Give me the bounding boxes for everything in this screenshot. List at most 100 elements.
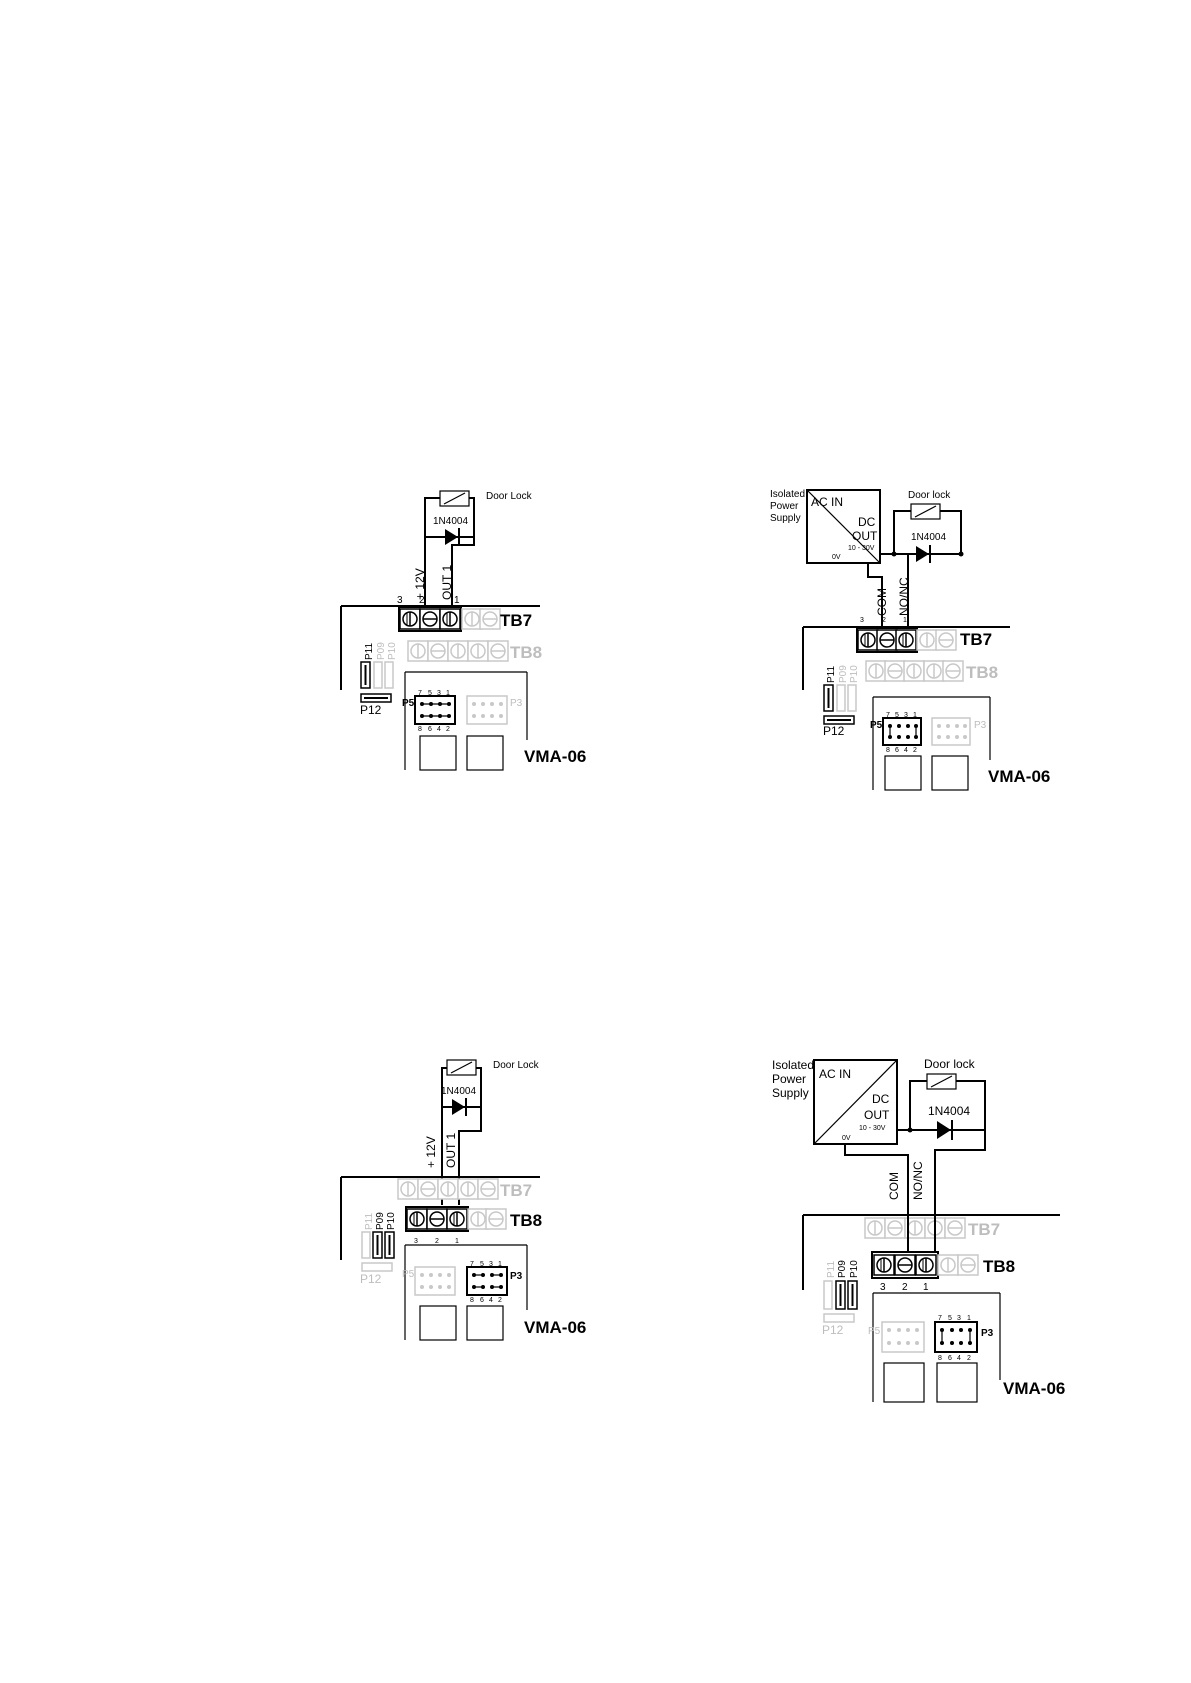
diode-label: 1N4004 xyxy=(911,532,946,543)
svg-text:3: 3 xyxy=(880,1282,886,1293)
psu-title-2: Power xyxy=(770,501,799,512)
wire-label-12v: + 12V xyxy=(413,568,427,600)
svg-text:2: 2 xyxy=(967,1355,971,1362)
jumper-label-p10: P10 xyxy=(386,1212,397,1230)
svg-text:6: 6 xyxy=(428,726,432,733)
svg-text:8: 8 xyxy=(938,1355,942,1362)
svg-text:5: 5 xyxy=(895,712,899,719)
psu-title-1: Isolated xyxy=(770,489,805,500)
jumper-label-p12: P12 xyxy=(823,724,845,738)
jumper-label-p09: P09 xyxy=(837,1260,848,1278)
svg-text:5: 5 xyxy=(948,1315,952,1322)
diagram-2: Isolated Power Supply AC IN DC OUT 10 - … xyxy=(770,489,1050,791)
psu-zero: 0V xyxy=(832,554,841,561)
psu-dc: DC xyxy=(858,515,876,529)
svg-text:2: 2 xyxy=(902,1282,908,1293)
svg-text:4: 4 xyxy=(489,1297,493,1304)
terminal-number-1: 1 xyxy=(454,595,460,606)
psu-ac-in: AC IN xyxy=(811,495,843,509)
svg-text:1: 1 xyxy=(913,712,917,719)
header-label-p3: P3 xyxy=(974,720,987,731)
psu-dc: DC xyxy=(872,1092,890,1106)
svg-text:3: 3 xyxy=(489,1261,493,1268)
svg-text:8: 8 xyxy=(470,1297,474,1304)
psu-zero: 0V xyxy=(842,1135,851,1142)
header-label-p3: P3 xyxy=(510,698,523,709)
jumper-label-p11: P11 xyxy=(826,1261,837,1278)
diode-icon xyxy=(452,1099,465,1115)
svg-text:4: 4 xyxy=(437,726,441,733)
wire-label-12v: + 12V xyxy=(424,1136,438,1168)
header-label-p5: P5 xyxy=(402,698,415,709)
svg-text:5: 5 xyxy=(480,1261,484,1268)
header-label-p3: P3 xyxy=(510,1271,523,1282)
svg-text:4: 4 xyxy=(904,747,908,754)
tb8-label: TB8 xyxy=(510,643,542,662)
terminal-number-2: 2 xyxy=(419,595,425,606)
diagram-1: Door Lock 1N4004 + 12V OUT 1 3 2 1 TB7 T… xyxy=(340,490,586,771)
wire-label-nonc: NO/NC xyxy=(897,577,911,616)
psu-title-2: Power xyxy=(772,1072,806,1086)
diode-icon xyxy=(916,546,929,562)
diagram-4: Isolated Power Supply AC IN DC OUT 10 - … xyxy=(772,1057,1065,1403)
diode-label: 1N4004 xyxy=(433,516,468,527)
jumper-label-p09: P09 xyxy=(376,642,387,660)
header-p3 xyxy=(466,695,508,725)
psu-title-3: Supply xyxy=(770,513,801,524)
jumper-label-p10: P10 xyxy=(849,1260,860,1278)
header-label-p5: P5 xyxy=(402,1269,415,1280)
svg-text:1: 1 xyxy=(903,617,907,624)
tb7-label: TB7 xyxy=(960,630,992,649)
svg-text:1: 1 xyxy=(967,1315,971,1322)
tb8-label: TB8 xyxy=(966,663,998,682)
svg-text:2: 2 xyxy=(435,1238,439,1245)
svg-text:2: 2 xyxy=(498,1297,502,1304)
psu-ac-in: AC IN xyxy=(819,1067,851,1081)
jumper-label-p11: P11 xyxy=(826,666,837,683)
psu-title-3: Supply xyxy=(772,1086,809,1100)
door-lock-label: Door lock xyxy=(908,490,951,501)
board-label: VMA-06 xyxy=(524,1318,586,1337)
header-p3 xyxy=(931,717,971,746)
header-label-p3: P3 xyxy=(981,1328,994,1339)
header-label-p5: P5 xyxy=(870,720,883,731)
svg-text:1: 1 xyxy=(455,1238,459,1245)
wire-label-com: COM xyxy=(875,588,889,616)
wire-label-nonc: NO/NC xyxy=(911,1161,925,1200)
jumper-label-p12: P12 xyxy=(360,703,382,717)
wire-label-com: COM xyxy=(887,1172,901,1200)
psu-range: 10 - 30V xyxy=(859,1125,886,1132)
tb7-label: TB7 xyxy=(500,1181,532,1200)
header-p3 xyxy=(466,1266,508,1296)
svg-text:7: 7 xyxy=(470,1261,474,1268)
board-label: VMA-06 xyxy=(524,747,586,766)
jumper-label-p12: P12 xyxy=(360,1272,382,1286)
tb7-label: TB7 xyxy=(500,611,532,630)
jumper-label-p10: P10 xyxy=(387,642,398,660)
header-p5 xyxy=(882,717,922,746)
diode-icon xyxy=(445,529,458,545)
jumper-label-p09: P09 xyxy=(838,665,849,683)
svg-text:6: 6 xyxy=(895,747,899,754)
diagram-3: Door Lock 1N4004 + 12V OUT 1 TB7 TB8 3 2… xyxy=(340,1059,586,1341)
svg-text:1: 1 xyxy=(923,1282,929,1293)
door-lock-label: Door lock xyxy=(924,1057,976,1071)
svg-text:2: 2 xyxy=(446,726,450,733)
svg-text:3: 3 xyxy=(437,690,441,697)
svg-text:3: 3 xyxy=(957,1315,961,1322)
door-lock-label: Door Lock xyxy=(493,1060,540,1071)
svg-text:5: 5 xyxy=(428,690,432,697)
svg-text:8: 8 xyxy=(886,747,890,754)
jumper-label-p09: P09 xyxy=(375,1212,386,1230)
svg-text:6: 6 xyxy=(948,1355,952,1362)
psu-out: OUT xyxy=(864,1108,890,1122)
svg-text:2: 2 xyxy=(913,747,917,754)
psu-out: OUT xyxy=(852,529,878,543)
jumper-label-p11: P11 xyxy=(364,1213,375,1230)
wire-label-out1: OUT 1 xyxy=(440,565,454,600)
svg-text:6: 6 xyxy=(480,1297,484,1304)
svg-text:3: 3 xyxy=(414,1238,418,1245)
tb8-label: TB8 xyxy=(983,1257,1015,1276)
diode-label: 1N4004 xyxy=(928,1104,970,1118)
